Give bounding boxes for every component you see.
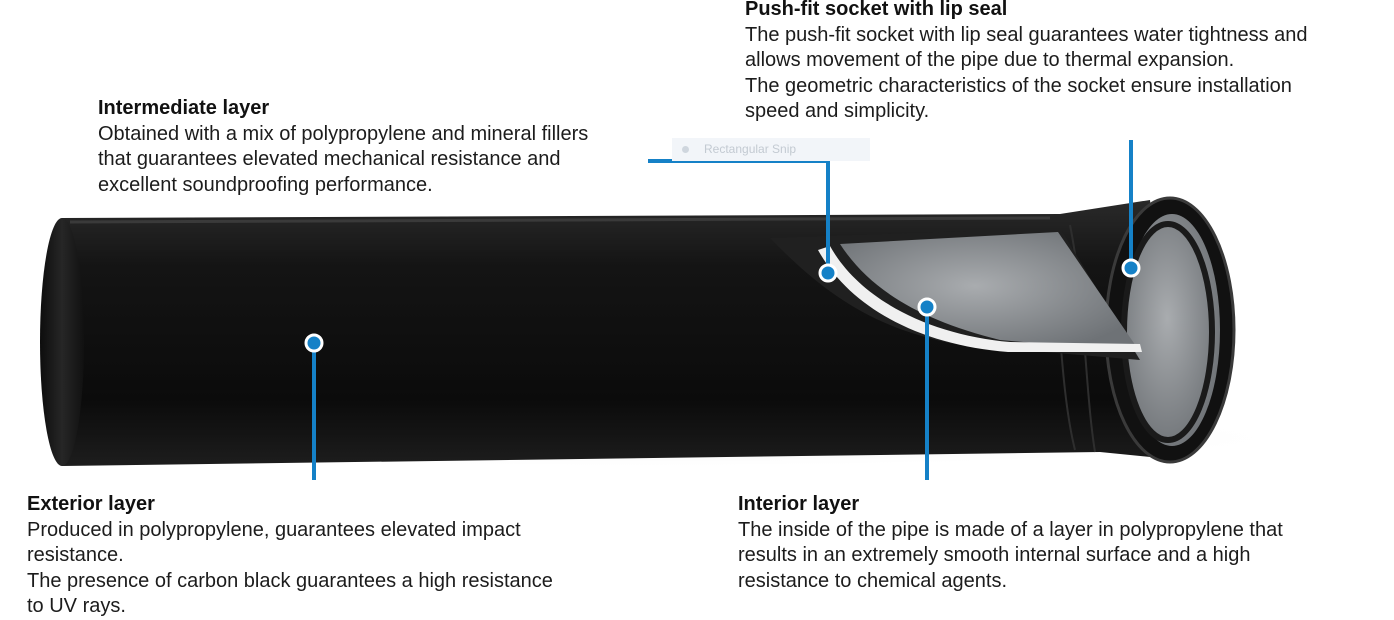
callout-interior: Interior layer The inside of the pipe is… <box>738 492 1356 594</box>
exterior-line: The presence of carbon black guarantees … <box>27 569 553 592</box>
interior-line: The inside of the pipe is made of a laye… <box>738 518 1283 541</box>
intermediate-line: excellent soundproofing performance. <box>98 173 433 196</box>
intermediate-leader-line <box>648 159 830 273</box>
intermediate-line: that guarantees elevated mechanical resi… <box>98 148 561 170</box>
socket-title: Push-fit socket with lip seal <box>745 0 1008 20</box>
intermediate-line: Obtained with a mix of polypropylene and… <box>98 122 589 145</box>
pipe-left-end <box>40 218 84 466</box>
snip-overlay: Rectangular Snip <box>672 138 870 161</box>
intermediate-marker <box>818 263 838 283</box>
callout-exterior: Exterior layer Produced in polypropylene… <box>27 492 605 620</box>
socket-opening <box>1124 214 1220 446</box>
exterior-title: Exterior layer <box>27 493 155 515</box>
callout-intermediate: Intermediate layer Obtained with a mix o… <box>98 96 636 198</box>
socket-line: The geometric characteristics of the soc… <box>745 74 1292 97</box>
interior-line: results in an extremely smooth internal … <box>738 544 1251 566</box>
interior-line: resistance to chemical agents. <box>738 569 1008 592</box>
exterior-marker <box>304 333 324 353</box>
interior-marker <box>917 297 937 317</box>
intermediate-title: Intermediate layer <box>98 97 270 119</box>
socket-line: speed and simplicity. <box>745 100 930 122</box>
cutaway-inner-surface <box>840 232 1140 352</box>
pipe-highlight <box>69 216 1051 224</box>
interior-title: Interior layer <box>738 493 860 515</box>
exterior-line: to UV rays. <box>27 595 126 617</box>
snip-icon <box>682 146 689 153</box>
exterior-line: Produced in polypropylene, guarantees el… <box>27 518 521 541</box>
callout-socket: Push-fit socket with lip seal The push-f… <box>745 0 1385 125</box>
exterior-line: resistance. <box>27 544 124 566</box>
socket-line: allows movement of the pipe due to therm… <box>745 49 1235 71</box>
socket-line: The push-fit socket with lip seal guaran… <box>745 23 1308 46</box>
socket-marker <box>1121 258 1141 278</box>
snip-overlay-label: Rectangular Snip <box>704 142 797 156</box>
